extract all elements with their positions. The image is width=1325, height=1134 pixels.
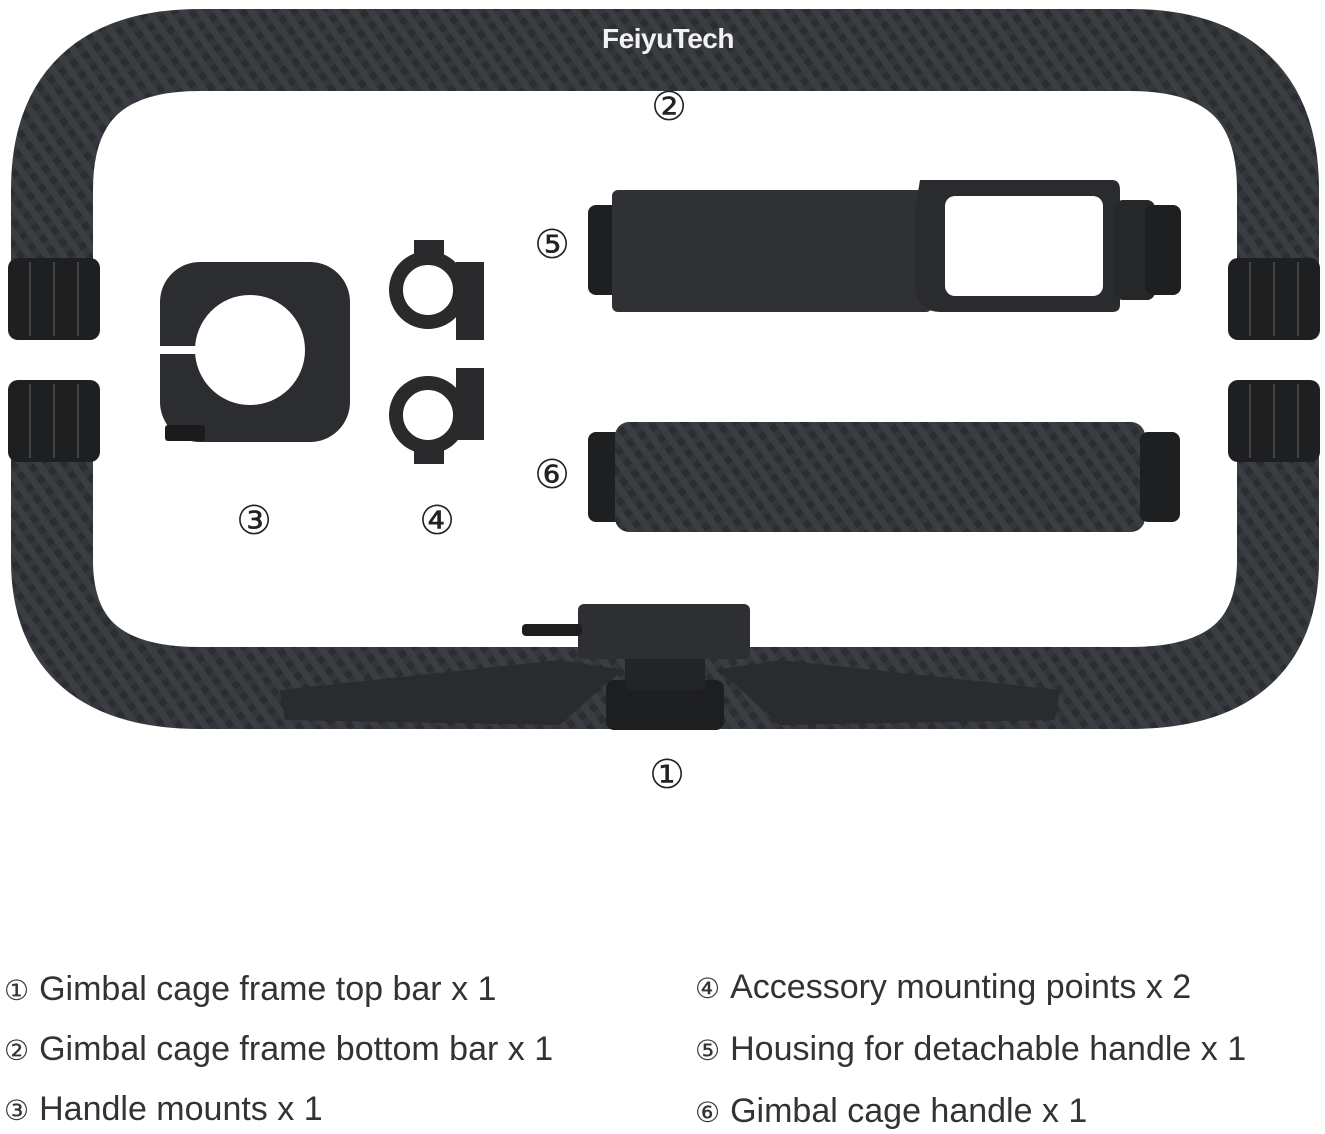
legend-item: ① Gimbal cage frame top bar x 1 bbox=[4, 972, 496, 1006]
cage-handle bbox=[588, 422, 1180, 532]
callout-1: ① bbox=[649, 752, 685, 798]
callout-2: ② bbox=[651, 84, 687, 130]
legend-number: ④ bbox=[695, 972, 721, 1005]
legend-number: ⑥ bbox=[695, 1096, 721, 1129]
frame-top-bar bbox=[10, 9, 1319, 300]
legend-text: Handle mounts x 1 bbox=[39, 1090, 323, 1128]
legend-item: ⑤ Housing for detachable handle x 1 bbox=[695, 1032, 1246, 1066]
brand-logo: FeiyuTech bbox=[602, 23, 734, 54]
handle-mount-part bbox=[160, 262, 350, 442]
legend-text: Gimbal cage frame bottom bar x 1 bbox=[39, 1030, 554, 1068]
legend-item: ④ Accessory mounting points x 2 bbox=[695, 970, 1191, 1004]
legend-number: ② bbox=[4, 1034, 30, 1067]
legend-number: ⑤ bbox=[695, 1034, 721, 1067]
legend-item: ③ Handle mounts x 1 bbox=[4, 1092, 323, 1126]
tripod-base bbox=[280, 604, 1060, 730]
knob-grip-lines bbox=[29, 262, 1299, 458]
legend-text: Accessory mounting points x 2 bbox=[730, 968, 1192, 1006]
callout-5: ⑤ bbox=[534, 222, 570, 268]
accessory-mount-clamps bbox=[414, 240, 484, 464]
callout-4: ④ bbox=[419, 498, 455, 544]
legend-text: Gimbal cage frame top bar x 1 bbox=[39, 970, 497, 1008]
callout-3: ③ bbox=[236, 498, 272, 544]
legend-number: ① bbox=[4, 974, 30, 1007]
legend-text: Gimbal cage handle x 1 bbox=[730, 1092, 1088, 1130]
legend-number: ③ bbox=[4, 1094, 30, 1127]
legend-item: ⑥ Gimbal cage handle x 1 bbox=[695, 1094, 1087, 1128]
accessory-mount-rings bbox=[389, 251, 467, 454]
detachable-handle-housing bbox=[588, 180, 1181, 312]
callout-6: ⑥ bbox=[534, 452, 570, 498]
product-illustration bbox=[8, 9, 1320, 730]
legend-item: ② Gimbal cage frame bottom bar x 1 bbox=[4, 1032, 553, 1066]
legend-text: Housing for detachable handle x 1 bbox=[730, 1030, 1247, 1068]
